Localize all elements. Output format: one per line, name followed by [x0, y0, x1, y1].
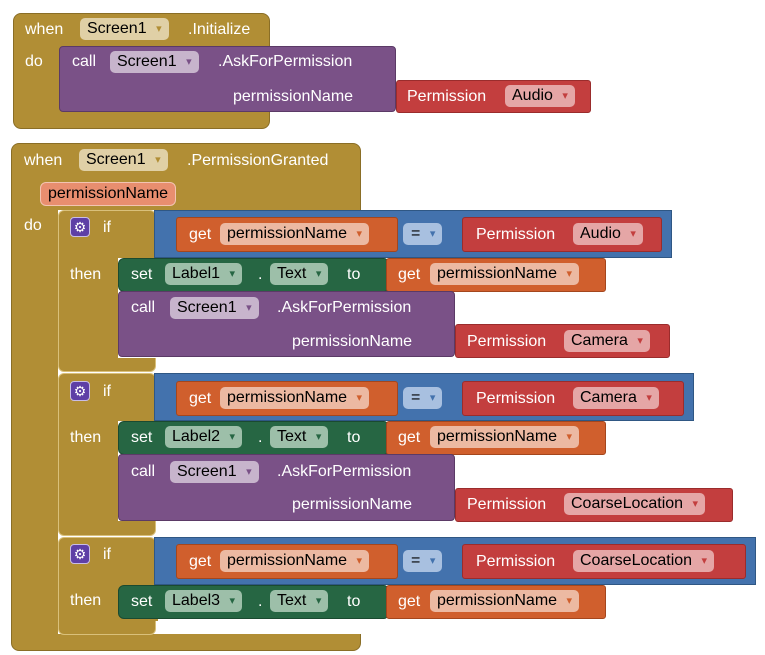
arg-label: permissionName	[292, 333, 413, 350]
permission-label: Permission	[407, 88, 487, 105]
if-label: if	[103, 383, 111, 400]
component-dropdown[interactable]: Label2	[165, 426, 243, 448]
component-dropdown[interactable]: Screen1	[170, 461, 259, 483]
to-label: to	[347, 593, 361, 610]
when-label: when	[25, 21, 64, 38]
permission-dropdown[interactable]: Camera	[564, 330, 650, 352]
permission-dropdown[interactable]: CoarseLocation	[564, 493, 706, 515]
to-label: to	[347, 266, 361, 283]
dot-label: .	[258, 266, 263, 283]
call-label: call	[131, 463, 156, 480]
gear-icon[interactable]: ⚙	[70, 217, 90, 237]
component-dropdown[interactable]: Screen1	[170, 297, 259, 319]
property-dropdown[interactable]: Text	[270, 590, 329, 612]
permission-label: Permission	[476, 226, 556, 243]
variable-dropdown[interactable]: permissionName	[430, 426, 580, 448]
variable-dropdown[interactable]: permissionName	[220, 223, 370, 245]
to-label: to	[347, 429, 361, 446]
get-label: get	[189, 390, 212, 407]
operator-dropdown[interactable]: =	[403, 223, 443, 245]
permission-dropdown[interactable]: Audio	[505, 85, 575, 107]
get-label: get	[398, 429, 421, 446]
set-property-block[interactable]	[118, 421, 388, 455]
gear-icon[interactable]: ⚙	[70, 544, 90, 564]
operator-dropdown[interactable]: =	[403, 387, 443, 409]
get-label: get	[189, 553, 212, 570]
set-property-block[interactable]	[118, 585, 388, 619]
call-label: call	[131, 299, 156, 316]
set-label: set	[131, 266, 153, 283]
method-name: .AskForPermission	[277, 299, 412, 316]
property-dropdown[interactable]: Text	[270, 426, 329, 448]
operator-dropdown[interactable]: =	[403, 550, 443, 572]
dot-label: .	[258, 429, 263, 446]
event-parameter[interactable]: permissionName	[40, 182, 177, 206]
call-ask-permission-block[interactable]	[59, 46, 396, 112]
event-name: .Initialize	[188, 21, 251, 38]
if-label: if	[103, 219, 111, 236]
method-name: .AskForPermission	[277, 463, 412, 480]
arg-label: permissionName	[233, 88, 354, 105]
get-label: get	[398, 593, 421, 610]
variable-dropdown[interactable]: permissionName	[430, 263, 580, 285]
property-dropdown[interactable]: Text	[270, 263, 329, 285]
variable-dropdown[interactable]: permissionName	[220, 387, 370, 409]
set-label: set	[131, 593, 153, 610]
method-name: .AskForPermission	[218, 53, 353, 70]
permission-dropdown[interactable]: Camera	[573, 387, 659, 409]
then-label: then	[70, 429, 102, 446]
component-dropdown[interactable]: Screen1	[79, 149, 168, 171]
component-dropdown[interactable]: Label1	[165, 263, 243, 285]
call-label: call	[72, 53, 97, 70]
permission-label: Permission	[467, 496, 547, 513]
permission-label: Permission	[476, 553, 556, 570]
component-dropdown[interactable]: Screen1	[80, 18, 169, 40]
component-dropdown[interactable]: Screen1	[110, 51, 199, 73]
component-dropdown[interactable]: Label3	[165, 590, 243, 612]
dot-label: .	[258, 593, 263, 610]
get-label: get	[189, 226, 212, 243]
then-label: then	[70, 592, 102, 609]
do-label: do	[24, 217, 42, 234]
get-label: get	[398, 266, 421, 283]
variable-dropdown[interactable]: permissionName	[430, 590, 580, 612]
variable-dropdown[interactable]: permissionName	[220, 550, 370, 572]
permission-dropdown[interactable]: CoarseLocation	[573, 550, 715, 572]
permission-label: Permission	[467, 333, 547, 350]
arg-label: permissionName	[292, 496, 413, 513]
do-label: do	[25, 53, 43, 70]
set-label: set	[131, 429, 153, 446]
then-label: then	[70, 266, 102, 283]
gear-icon[interactable]: ⚙	[70, 381, 90, 401]
if-label: if	[103, 546, 111, 563]
when-label: when	[24, 152, 63, 169]
permission-label: Permission	[476, 390, 556, 407]
event-name: .PermissionGranted	[187, 152, 329, 169]
permission-dropdown[interactable]: Audio	[573, 223, 643, 245]
